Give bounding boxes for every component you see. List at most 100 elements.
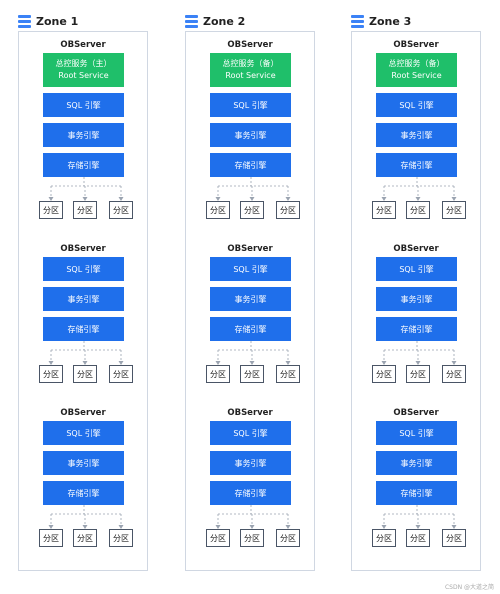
storage-engine-block: 存储引擎 <box>210 153 291 177</box>
storage-engine-block: 存储引擎 <box>376 153 457 177</box>
root-service-block: 总控服务（备） Root Service <box>376 53 457 87</box>
root-service-sublabel: Root Service <box>225 71 276 80</box>
transaction-engine-block: 事务引擎 <box>376 287 457 311</box>
partition-connectors <box>48 341 124 365</box>
sql-engine-block: SQL 引擎 <box>43 421 124 445</box>
partition-box: 分区 <box>206 201 230 219</box>
observer-title: OBServer <box>393 244 439 254</box>
partition-box: 分区 <box>442 365 466 383</box>
observer-title: OBServer <box>393 408 439 418</box>
arrow-down-icon <box>285 197 291 201</box>
sql-engine-block: SQL 引擎 <box>210 421 291 445</box>
root-service-label: 总控服务（主） <box>55 59 112 68</box>
zone-title: Zone 3 <box>369 14 412 28</box>
storage-engine-block: 存储引擎 <box>43 317 124 341</box>
partition-connectors <box>215 341 291 365</box>
partition-connectors <box>381 505 457 529</box>
arrow-down-icon <box>285 525 291 529</box>
sql-engine-block: SQL 引擎 <box>376 421 457 445</box>
root-service-sublabel: Root Service <box>58 71 109 80</box>
partition-box: 分区 <box>276 529 300 547</box>
arrow-down-icon <box>415 525 421 529</box>
sql-engine-block: SQL 引擎 <box>210 93 291 117</box>
database-stack-icon <box>185 14 198 28</box>
arrow-down-icon <box>215 361 221 365</box>
storage-engine-block: 存储引擎 <box>376 317 457 341</box>
sql-engine-block: SQL 引擎 <box>210 257 291 281</box>
root-service-block: 总控服务（主） Root Service <box>43 53 124 87</box>
partition-box: 分区 <box>372 201 396 219</box>
partition-box: 分区 <box>406 201 430 219</box>
partition-box: 分区 <box>276 201 300 219</box>
arrow-down-icon <box>48 525 54 529</box>
sql-engine-block: SQL 引擎 <box>43 93 124 117</box>
partition-box: 分区 <box>240 529 264 547</box>
partition-box: 分区 <box>442 201 466 219</box>
partition-box: 分区 <box>109 201 133 219</box>
partition-connectors <box>48 177 124 201</box>
partition-box: 分区 <box>372 529 396 547</box>
watermark: CSDN @大道之简 <box>444 584 494 591</box>
arrow-down-icon <box>118 361 124 365</box>
transaction-engine-block: 事务引擎 <box>376 123 457 147</box>
arrow-down-icon <box>82 361 88 365</box>
zone-title: Zone 1 <box>36 14 79 28</box>
partition-connectors <box>48 505 124 529</box>
database-stack-icon <box>351 14 364 28</box>
transaction-engine-block: 事务引擎 <box>43 123 124 147</box>
arrow-down-icon <box>249 361 255 365</box>
arrow-down-icon <box>381 361 387 365</box>
arrow-down-icon <box>451 525 457 529</box>
observer-title: OBServer <box>60 244 106 254</box>
observer-title: OBServer <box>60 40 106 50</box>
transaction-engine-block: 事务引擎 <box>210 451 291 475</box>
storage-engine-block: 存储引擎 <box>376 481 457 505</box>
storage-engine-block: 存储引擎 <box>210 481 291 505</box>
arrow-down-icon <box>118 197 124 201</box>
partition-connectors <box>381 341 457 365</box>
arrow-down-icon <box>451 197 457 201</box>
arrow-down-icon <box>249 197 255 201</box>
database-stack-icon <box>18 14 31 28</box>
transaction-engine-block: 事务引擎 <box>43 287 124 311</box>
transaction-engine-block: 事务引擎 <box>210 287 291 311</box>
arrow-down-icon <box>381 525 387 529</box>
arrow-down-icon <box>48 197 54 201</box>
partition-box: 分区 <box>73 201 97 219</box>
partition-box: 分区 <box>442 529 466 547</box>
partition-box: 分区 <box>276 365 300 383</box>
storage-engine-block: 存储引擎 <box>43 153 124 177</box>
partition-box: 分区 <box>406 529 430 547</box>
arrow-down-icon <box>415 197 421 201</box>
storage-engine-block: 存储引擎 <box>210 317 291 341</box>
observer-title: OBServer <box>393 40 439 50</box>
arrow-down-icon <box>48 361 54 365</box>
arrow-down-icon <box>82 197 88 201</box>
observer-title: OBServer <box>227 244 273 254</box>
partition-connectors <box>215 177 291 201</box>
arrow-down-icon <box>249 525 255 529</box>
arrow-down-icon <box>118 525 124 529</box>
partition-connectors <box>215 505 291 529</box>
root-service-label: 总控服务（备） <box>388 59 445 68</box>
sql-engine-block: SQL 引擎 <box>43 257 124 281</box>
arrow-down-icon <box>285 361 291 365</box>
storage-engine-block: 存储引擎 <box>43 481 124 505</box>
arrow-down-icon <box>415 361 421 365</box>
root-service-sublabel: Root Service <box>391 71 442 80</box>
partition-box: 分区 <box>372 365 396 383</box>
partition-box: 分区 <box>73 365 97 383</box>
zone-header: Zone 3 <box>351 13 411 29</box>
partition-box: 分区 <box>406 365 430 383</box>
partition-box: 分区 <box>39 365 63 383</box>
partition-box: 分区 <box>39 201 63 219</box>
transaction-engine-block: 事务引擎 <box>43 451 124 475</box>
zone-title: Zone 2 <box>203 14 246 28</box>
partition-box: 分区 <box>240 365 264 383</box>
zone-header: Zone 1 <box>18 13 78 29</box>
root-service-block: 总控服务（备）Root Service <box>210 53 291 87</box>
observer-title: OBServer <box>60 408 106 418</box>
partition-box: 分区 <box>240 201 264 219</box>
